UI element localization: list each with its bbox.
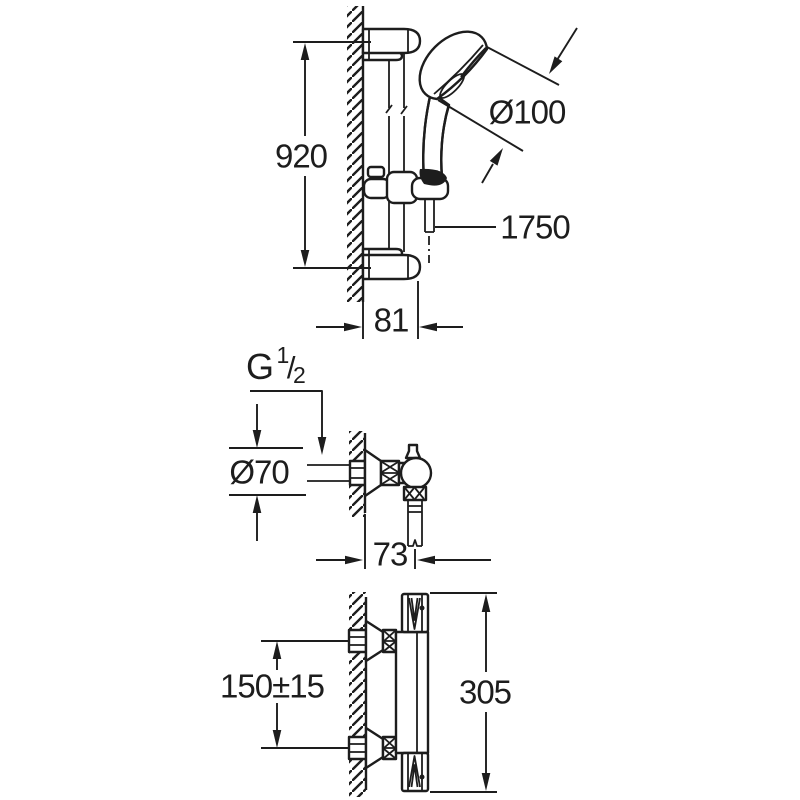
knurl-pattern-top (383, 630, 396, 652)
thread-fraction-slash: / (286, 350, 296, 385)
dim-305-arrow-down (481, 773, 491, 791)
wall-hatching (349, 592, 366, 797)
dim-73-arrow-right (417, 555, 435, 565)
handle-butt (419, 168, 447, 186)
spray-face-inner-line (433, 44, 484, 95)
handle-bottom-marker (419, 774, 425, 780)
knurl-pattern (381, 461, 399, 485)
dim-150-arrow-up (272, 641, 282, 659)
hose-coupling-nut (402, 485, 428, 502)
wall-hatching (347, 6, 363, 302)
dim-73-extension-lines (364, 514, 416, 569)
supply-pipe (307, 464, 351, 482)
escutcheon-cone-bottom (364, 726, 385, 770)
thread-denominator: 2 (292, 362, 306, 388)
dim-100-extension-lines (437, 46, 560, 152)
dim-81-arrow-right (419, 322, 437, 332)
thermostat-front-view (307, 431, 433, 547)
spray-plate-detail (439, 73, 465, 99)
dim-920-arrow-down (300, 250, 310, 267)
dim-head-diameter-label: Ø100 (488, 93, 567, 131)
handle-top-marker (419, 605, 425, 611)
dim-connection-spread-label: 150±15 (220, 667, 325, 705)
thread-numerator: 1 (276, 342, 290, 368)
hex-union-nut-bottom (347, 735, 368, 761)
rail-break-symbol (385, 104, 408, 115)
coupling-knurl-pattern (404, 487, 425, 500)
top-bracket-arm (361, 27, 422, 55)
bottom-bracket-arm (361, 253, 422, 281)
shower-rail-view (347, 6, 489, 302)
dim-escutcheon-diameter-label: Ø70 (229, 453, 289, 491)
dim-73-arrow-left (345, 555, 363, 565)
handle-bottom-grip-glyph (408, 755, 421, 788)
dim-305-arrow-up (481, 594, 491, 612)
dim-front-projection-label: 73 (372, 535, 409, 573)
dim-920-arrow-up (300, 43, 310, 60)
outlet-hose (407, 500, 423, 547)
thermostat-front-dimensions (229, 390, 491, 569)
dim-70-arrow-bottom (252, 495, 262, 513)
shower-hose (424, 199, 435, 233)
dim-100-arrow-lower (489, 148, 503, 166)
dim-305-extension-lines (430, 592, 497, 793)
escutcheon-cone-top (364, 619, 385, 663)
dim-81-arrow-left (344, 322, 362, 332)
dim-70-arrow-top (252, 430, 262, 448)
dim-150-arrow-down (272, 730, 282, 748)
dim-150-extension-lines (261, 640, 349, 749)
holder-lock-knob (366, 165, 386, 179)
shower-rail-dimensions (293, 27, 578, 339)
thread-leader-line (250, 390, 323, 438)
slide-rail (388, 53, 405, 252)
hex-union-nut-top (347, 628, 368, 654)
dim-100-arrow-shafts (481, 27, 578, 184)
handle-top-edges (407, 594, 423, 632)
thread-leader-arrow (317, 437, 327, 455)
handshower-head (418, 30, 489, 101)
mixer-body (394, 630, 430, 755)
hex-facets-bottom (349, 743, 366, 753)
thermostat-side-view (347, 592, 430, 797)
dim-70-extension-lines (229, 447, 306, 496)
handle-top-grip-glyph (408, 597, 421, 630)
dim-hose-length-label: 1750 (500, 208, 570, 246)
escutcheon-cone (363, 448, 383, 498)
top-bracket-detail (368, 29, 409, 59)
hex-facets (350, 467, 365, 479)
knurl-pattern-bottom (383, 737, 396, 759)
thermostat-side-dimensions (261, 592, 497, 793)
dim-body-height-label: 305 (458, 673, 512, 711)
thread-size-label: G 1 / 2 (246, 344, 306, 388)
valve-body-knob (399, 456, 433, 490)
bottom-bracket-detail (368, 250, 409, 279)
dim-81-extension-lines (362, 281, 419, 339)
hex-facets-top (349, 636, 366, 646)
dim-rail-projection-label: 81 (373, 301, 410, 339)
handle-bottom-edges (407, 753, 423, 791)
valve-stem (404, 443, 422, 460)
dim-920-extension-lines (293, 41, 371, 269)
dim-rail-height-label: 920 (274, 137, 328, 175)
thread-letter: G (246, 346, 274, 387)
hex-union-nut (348, 459, 367, 487)
dim-100-arrow-upper (549, 56, 563, 74)
